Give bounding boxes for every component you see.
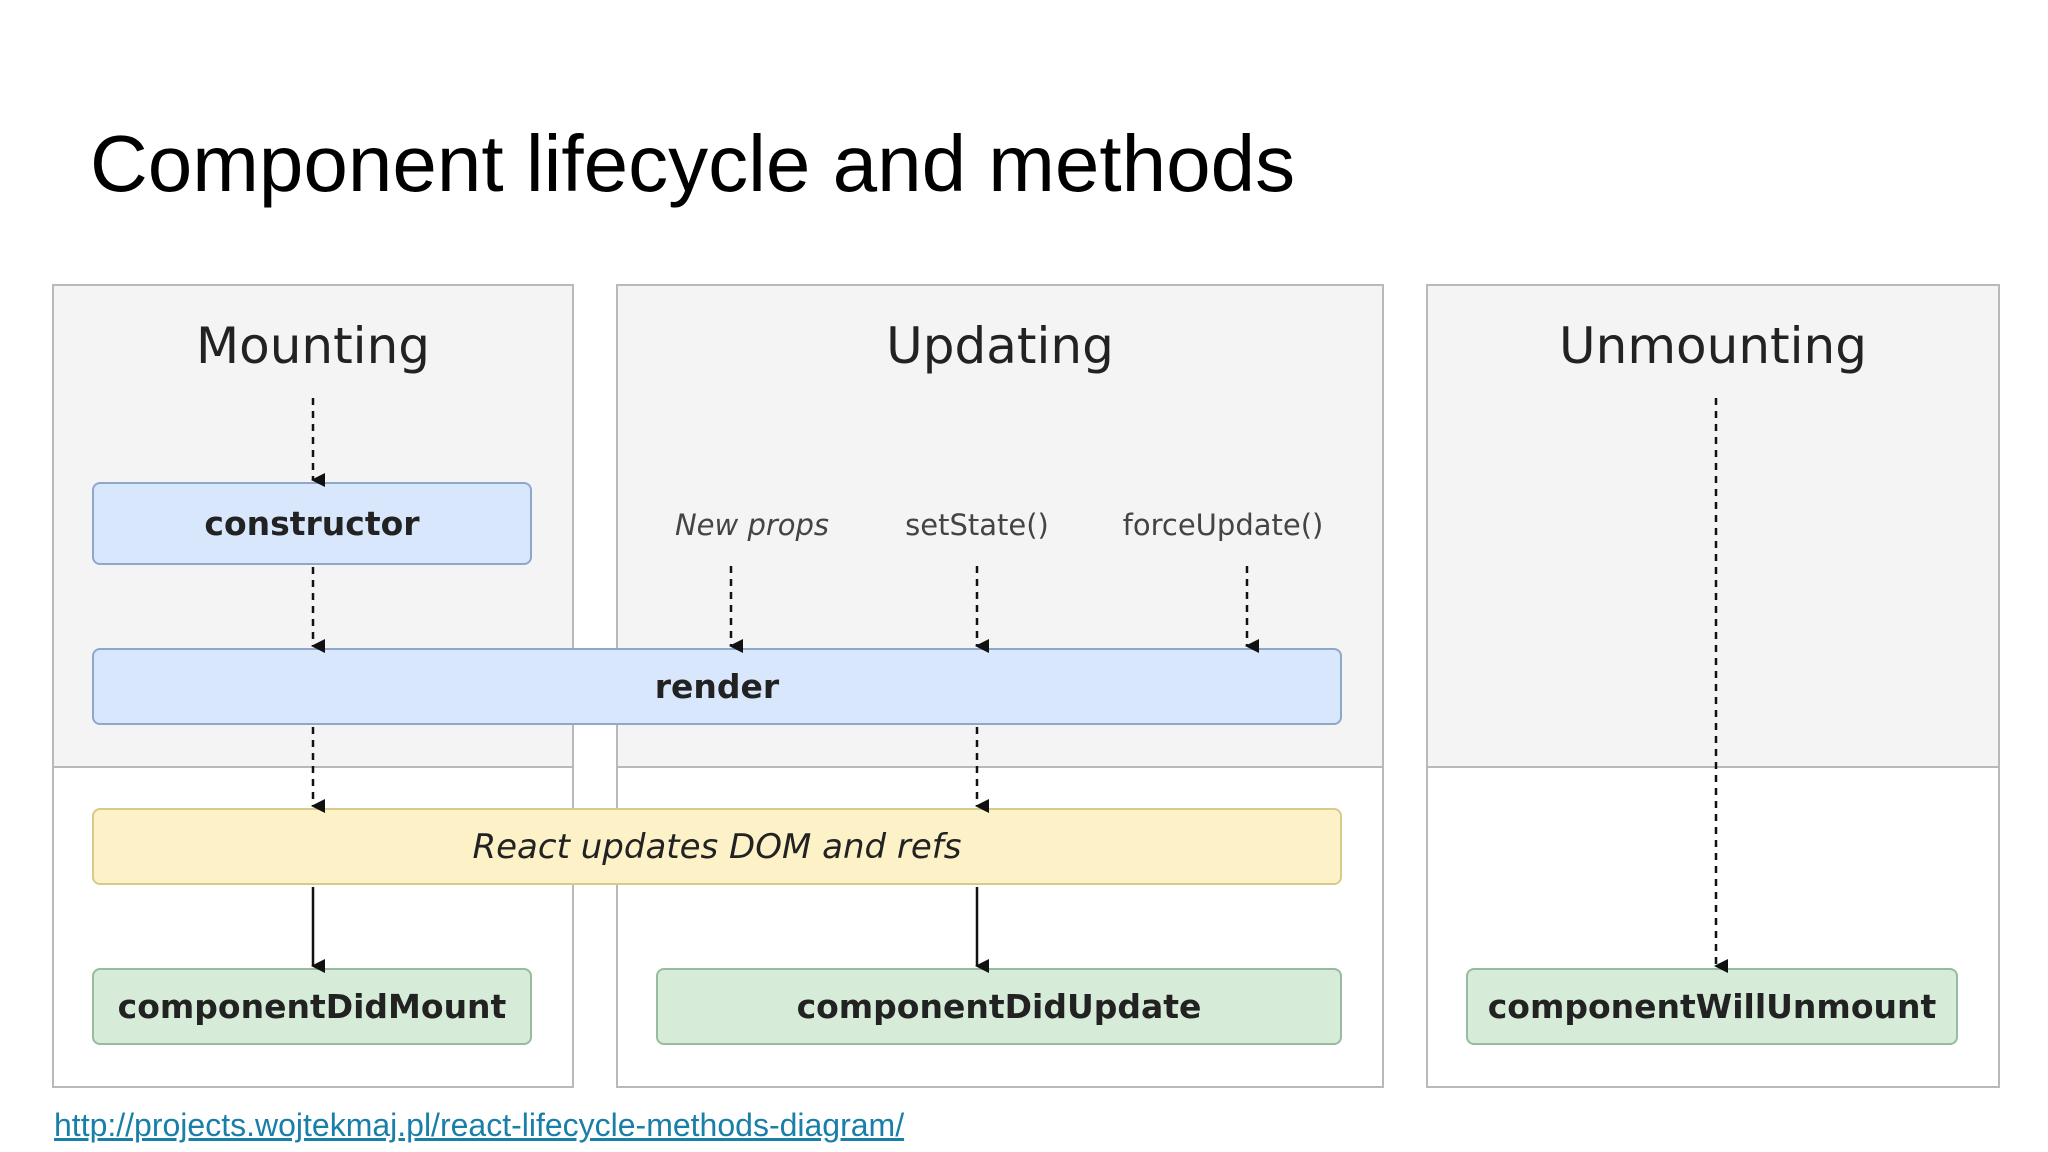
slide-title: Component lifecycle and methods bbox=[90, 119, 1296, 208]
trigger-new-props: New props bbox=[674, 508, 830, 542]
component-will-unmount-node: componentWillUnmount bbox=[1466, 968, 1958, 1045]
trigger-force-update: forceUpdate() bbox=[1122, 508, 1324, 542]
component-did-mount-node: componentDidMount bbox=[92, 968, 532, 1045]
trigger-set-state: setState() bbox=[905, 508, 1049, 542]
updating-title: Updating bbox=[886, 317, 1114, 375]
mounting-title: Mounting bbox=[195, 317, 431, 375]
component-did-update-node: componentDidUpdate bbox=[656, 968, 1342, 1045]
unmounting-panel: Unmounting bbox=[1426, 284, 2000, 1088]
render-node: render bbox=[92, 648, 1342, 725]
source-link[interactable]: http://projects.wojtekmaj.pl/react-lifec… bbox=[54, 1107, 905, 1143]
react-updates-dom-node: React updates DOM and refs bbox=[92, 808, 1342, 885]
unmounting-title: Unmounting bbox=[1559, 317, 1867, 375]
unmounting-render-phase-area bbox=[1428, 286, 1998, 768]
constructor-node: constructor bbox=[92, 482, 532, 565]
